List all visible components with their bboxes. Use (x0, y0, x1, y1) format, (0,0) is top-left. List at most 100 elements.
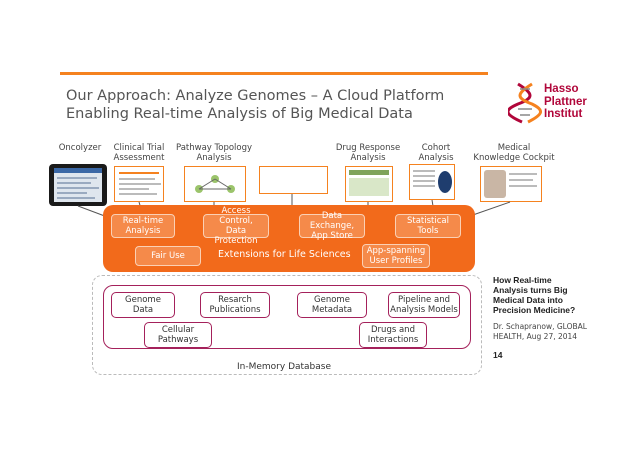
button-line: Drugs and (371, 325, 415, 335)
button-line: Data Protection (214, 226, 258, 246)
data-exchange-button[interactable]: Data Exchange,App Store (299, 211, 365, 241)
drug-response-thumbnail[interactable] (345, 166, 393, 202)
hpi-logo: Hasso Plattner Institut (508, 80, 608, 126)
side-citation: Dr. Schapranow, GLOBAL HEALTH, Aug 27, 2… (493, 322, 587, 341)
thumb-line (119, 172, 159, 174)
ipad-row (57, 187, 99, 189)
app-label-line: Medical (497, 143, 531, 153)
title-accent-bar (60, 72, 488, 75)
app-label-line: Analysis (196, 153, 232, 163)
logo-text: Hasso Plattner Institut (544, 83, 587, 121)
fair-use-button[interactable]: Fair Use (135, 246, 201, 266)
empty-app-thumbnail[interactable] (259, 166, 328, 194)
side-title-line: How Real-time (493, 275, 552, 285)
button-line: Pathways (157, 335, 199, 345)
side-title: How Real-time Analysis turns Big Medical… (493, 275, 575, 315)
clinical-trial-thumbnail[interactable] (114, 166, 164, 202)
pathway-graph-icon (195, 175, 235, 193)
thumb-line (413, 170, 435, 172)
button-line: Publications (209, 305, 261, 315)
side-cite-line: HEALTH, Aug 27, 2014 (493, 331, 578, 341)
button-line: Analysis Models (390, 305, 458, 315)
ipad-row (57, 197, 95, 199)
button-line: Resarch (218, 295, 252, 305)
oncolyzer-ipad-thumbnail[interactable] (49, 164, 107, 206)
button-line: Analysis (125, 226, 161, 236)
button-line: User Profiles (369, 256, 423, 266)
thumb-line (413, 180, 435, 182)
app-label-cohort: Cohort Analysis (418, 143, 453, 163)
cohort-chart-icon (438, 171, 452, 193)
logo-line-1: Hasso (544, 83, 579, 95)
app-label-line: Assessment (113, 153, 165, 163)
button-line: Genome (314, 295, 350, 305)
title-line-1: Our Approach: Analyze Genomes – A Cloud … (66, 88, 445, 104)
logo-line-3: Institut (544, 108, 583, 120)
medical-knowledge-thumbnail[interactable] (480, 166, 542, 202)
button-line: Statistical (407, 216, 449, 226)
app-label-line: Cohort (421, 143, 451, 153)
button-line: Pipeline and (398, 295, 450, 305)
app-label-pathway-topology: Pathway Topology Analysis (176, 143, 252, 163)
portrait-icon (484, 170, 506, 198)
ipad-row (57, 182, 91, 184)
app-label-medical-knowledge: Medical Knowledge Cockpit (473, 143, 554, 163)
app-label-drug-response: Drug Response Analysis (336, 143, 400, 163)
logo-line-2: Plattner (544, 95, 587, 108)
side-title-line: Precision Medicine? (493, 305, 576, 315)
slide-title: Our Approach: Analyze Genomes – A Cloud … (66, 87, 444, 123)
app-label-line: Oncolyzer (58, 143, 102, 153)
extensions-label: Extensions for Life Sciences (218, 249, 351, 260)
thumb-line (509, 173, 537, 175)
button-line: Genome (125, 295, 161, 305)
pathway-topology-thumbnail[interactable] (184, 166, 246, 202)
thumb-line (413, 175, 435, 177)
ipad-row (57, 177, 97, 179)
app-label-line: Clinical Trial (113, 143, 165, 153)
thumb-line (119, 188, 149, 190)
ipad-screen (54, 168, 102, 202)
button-line: Interactions (367, 335, 419, 345)
thumb-line (413, 185, 435, 187)
dna-helix-icon (508, 80, 542, 126)
button-line: Metadata (311, 305, 353, 315)
app-label-line: Pathway Topology (175, 143, 253, 153)
button-line: Access Control, (219, 206, 253, 226)
thumb-line (119, 183, 161, 185)
access-control-button[interactable]: Access Control,Data Protection (203, 206, 269, 246)
thumb-line (119, 193, 157, 195)
button-line: Cellular (161, 325, 195, 335)
page-number: 14 (493, 350, 503, 360)
button-line: App Store (311, 231, 353, 241)
button-line: Data (132, 305, 154, 315)
button-line: Data Exchange, (309, 211, 355, 231)
thumb-bar (349, 170, 389, 175)
ipad-row (57, 192, 87, 194)
thumb-line (119, 178, 155, 180)
app-label-line: Knowledge Cockpit (473, 153, 555, 163)
database-label: In-Memory Database (237, 362, 332, 372)
thumb-line (509, 179, 533, 181)
app-label-line: Analysis (350, 153, 386, 163)
button-line: Tools (417, 226, 439, 236)
button-line: Real-time (122, 216, 164, 226)
side-cite-line: Dr. Schapranow, GLOBAL (493, 322, 587, 331)
app-label-clinical-trial: Clinical Trial Assessment (114, 143, 165, 163)
title-line-2: Enabling Real-time Analysis of Big Medic… (66, 106, 413, 122)
button-line: Fair Use (151, 251, 185, 261)
app-label-oncolyzer: Oncolyzer (59, 143, 102, 153)
cohort-thumbnail[interactable] (409, 164, 455, 200)
side-title-line: Medical Data into (493, 295, 563, 305)
app-label-line: Drug Response (335, 143, 401, 153)
ipad-header-bar (54, 168, 102, 173)
